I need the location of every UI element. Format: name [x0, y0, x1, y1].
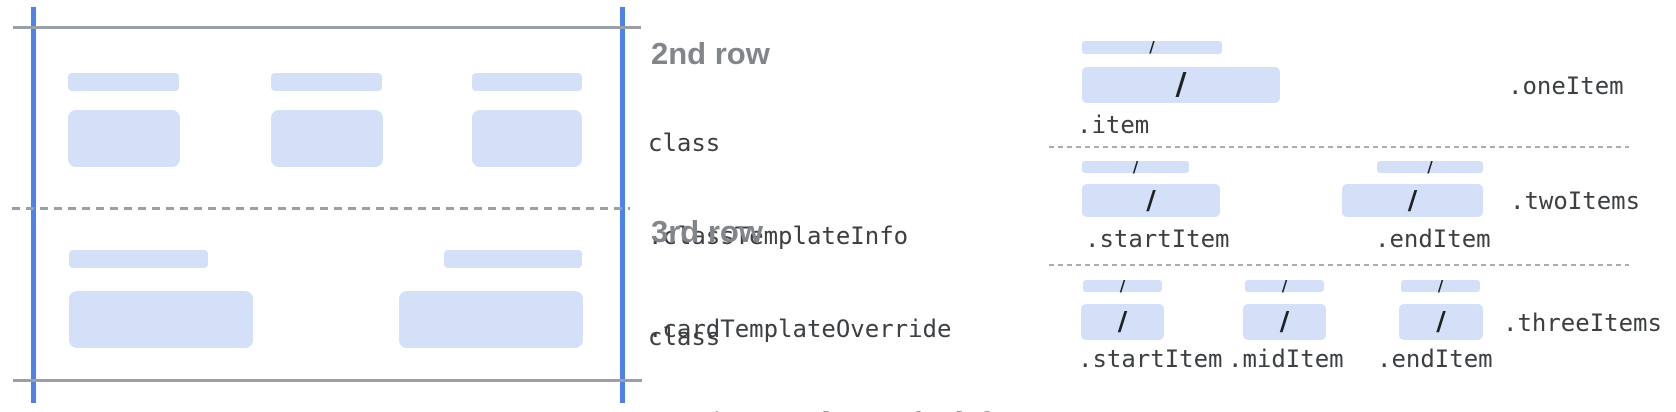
threeitems-end-value-placeholder: /	[1399, 304, 1483, 340]
card-bottom-boundary-line	[13, 379, 642, 382]
card-right-edge-guide	[620, 7, 625, 403]
twoitems-end-field-label: .endItem	[1375, 225, 1491, 253]
slash-glyph: /	[1436, 307, 1446, 337]
slash-glyph: /	[1437, 276, 1444, 295]
threeitems-mid-value-placeholder: /	[1243, 304, 1326, 340]
code-line: .cardTemplateOverride	[648, 315, 952, 343]
slash-glyph: /	[1117, 307, 1128, 337]
row3-start-content-bar	[69, 291, 253, 348]
oneitem-item-label-placeholder: /	[1082, 38, 1222, 56]
threeitems-end-field-label: .endItem	[1377, 345, 1493, 373]
twoitems-start-label-placeholder: /	[1082, 157, 1189, 176]
threeitems-variant-label: .threeItems	[1503, 309, 1662, 337]
slash-glyph: /	[1132, 157, 1139, 176]
twoitems-end-value-placeholder: /	[1342, 184, 1483, 217]
row2-item1-content-bar	[68, 110, 180, 167]
threeitems-mid-label-placeholder: /	[1245, 276, 1324, 295]
row2-heading: 2nd row	[651, 36, 770, 71]
row3-heading: 3rd row	[651, 214, 763, 249]
slash-glyph: /	[1427, 157, 1433, 176]
twoitems-start-value-placeholder: /	[1082, 184, 1220, 217]
row3-end-label-bar	[444, 250, 582, 268]
card-top-boundary-line	[13, 26, 641, 29]
slash-glyph: /	[1281, 276, 1288, 295]
slash-glyph: /	[1175, 67, 1187, 102]
threeitems-start-label-placeholder: /	[1083, 276, 1162, 295]
threeitems-mid-field-label: .midItem	[1228, 345, 1344, 373]
threeitems-start-value-placeholder: /	[1081, 304, 1164, 340]
slash-glyph: /	[1119, 276, 1126, 295]
card-left-edge-guide	[31, 7, 36, 403]
oneitem-item-value-placeholder: /	[1082, 67, 1280, 103]
row2-item1-label-bar	[68, 73, 179, 91]
oneitem-variant-label: .oneItem	[1508, 72, 1624, 100]
row2-class-path: class .classTemplateInfo .cardTemplateOv…	[648, 66, 995, 412]
row3-class-path: class .classTemplateInfo .cardTemplateOv…	[648, 260, 995, 412]
code-line: class	[648, 323, 721, 351]
slash-glyph: /	[1146, 185, 1156, 216]
twoitems-start-field-label: .startItem	[1085, 225, 1230, 253]
code-line: .cardRowTemplateInfos[0]	[648, 407, 995, 412]
row3-end-content-bar	[399, 291, 583, 348]
code-line: .classTemplateInfo	[648, 222, 909, 250]
slash-glyph: /	[1149, 38, 1155, 56]
slash-glyph: /	[1279, 307, 1290, 337]
row3-start-label-bar	[69, 250, 208, 268]
twoitems-end-label-placeholder: /	[1377, 157, 1483, 176]
threeitems-end-label-placeholder: /	[1401, 276, 1480, 295]
row-divider-dashed-line	[12, 207, 630, 210]
row2-item2-content-bar	[271, 110, 383, 167]
twoitems-variant-label: .twoItems	[1510, 187, 1641, 215]
slash-glyph: /	[1407, 185, 1418, 216]
row2-item3-content-bar	[472, 110, 582, 167]
code-line: class	[648, 129, 721, 157]
variant-separator-dashed-line	[1049, 264, 1629, 266]
row2-item3-label-bar	[472, 73, 582, 91]
threeitems-start-field-label: .startItem	[1078, 345, 1223, 373]
oneitem-item-field-label: .item	[1077, 111, 1150, 139]
row2-item2-label-bar	[271, 73, 382, 91]
variant-separator-dashed-line	[1049, 146, 1629, 148]
